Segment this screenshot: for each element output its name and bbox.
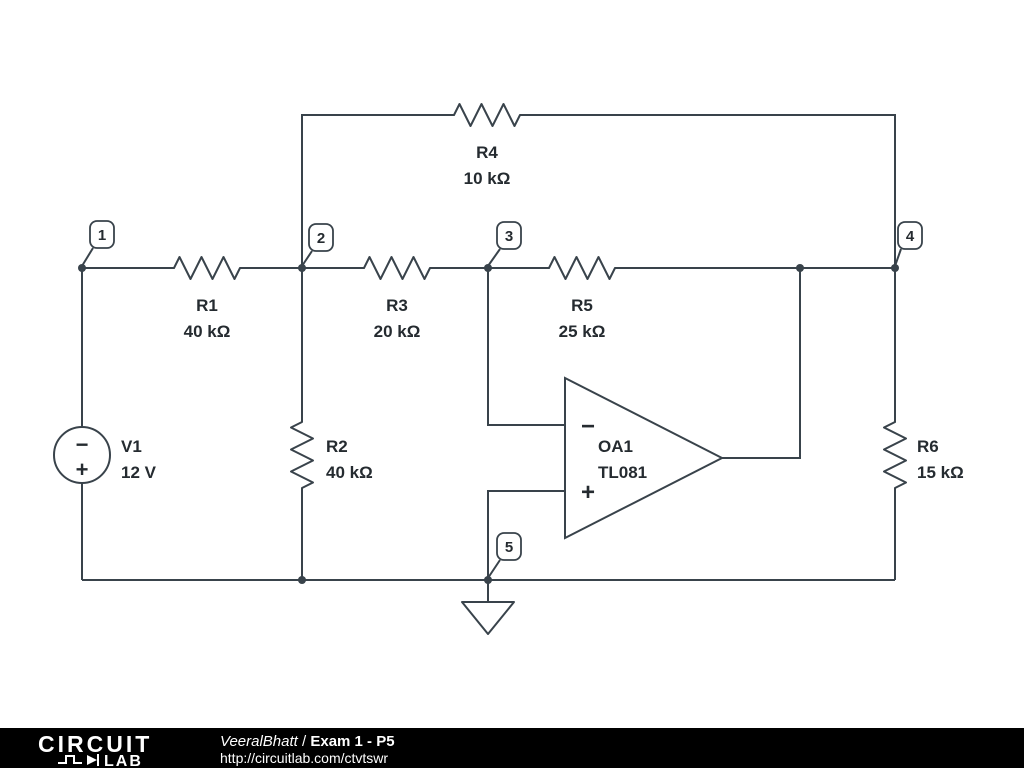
node-label-tail xyxy=(894,248,902,267)
footer-url: http://circuitlab.com/ctvtswr xyxy=(220,750,388,766)
component-name: R6 xyxy=(917,437,939,456)
wire-segment xyxy=(520,114,896,268)
node-number: 2 xyxy=(317,230,325,247)
component-value: 10 kΩ xyxy=(464,169,511,188)
source-plus-sign: + xyxy=(76,457,89,482)
resistor-r2: R2 40 kΩ xyxy=(290,421,373,489)
resistor-r6: R6 15 kΩ xyxy=(883,421,964,489)
diode-shape xyxy=(87,755,97,765)
circuitlab-logo: CIRCUIT LAB xyxy=(38,731,152,768)
footer-background xyxy=(0,728,1024,768)
node-label-tail xyxy=(487,248,501,267)
node-label-tail xyxy=(81,247,94,267)
junction-dot xyxy=(78,264,86,272)
resistor-zigzag xyxy=(548,256,616,280)
node-label-4: 4 xyxy=(894,221,923,267)
ground-symbol xyxy=(461,580,515,635)
component-name: R2 xyxy=(326,437,348,456)
resistor-zigzag xyxy=(290,421,314,489)
component-name: V1 xyxy=(121,437,142,456)
source-minus-sign: − xyxy=(76,432,89,457)
component-value: 40 kΩ xyxy=(326,463,373,482)
component-value: 12 V xyxy=(121,463,157,482)
component-value: 20 kΩ xyxy=(374,322,421,341)
resistor-r5: R5 25 kΩ xyxy=(548,256,616,341)
junction-dot xyxy=(484,264,492,272)
opamp-oa1: − + OA1 TL081 xyxy=(564,376,725,540)
opamp-plus-sign: + xyxy=(581,479,595,506)
component-name: R4 xyxy=(476,143,498,162)
component-value: 15 kΩ xyxy=(917,463,964,482)
component-name: R1 xyxy=(196,296,218,315)
waveform-icon xyxy=(58,754,99,766)
junction-dot xyxy=(891,264,899,272)
component-value: TL081 xyxy=(598,463,647,482)
footer-bar: CIRCUIT LAB VeeralBhatt / Exam 1 - P5 ht… xyxy=(0,728,1024,768)
node-label-3: 3 xyxy=(487,221,522,267)
node-label-bubble xyxy=(496,532,522,561)
resistor-r4: R4 10 kΩ xyxy=(453,103,521,188)
source-circle xyxy=(53,426,111,484)
node-number: 4 xyxy=(906,228,915,245)
junction-dot xyxy=(298,264,306,272)
node-label-bubble xyxy=(897,221,923,250)
component-name: OA1 xyxy=(598,437,633,456)
resistor-r1: R1 40 kΩ xyxy=(173,256,241,341)
node-label-bubble xyxy=(308,223,334,252)
footer-title: VeeralBhatt / Exam 1 - P5 xyxy=(220,733,395,750)
wire-segment xyxy=(722,268,801,459)
opamp-triangle xyxy=(564,376,725,540)
node-number: 1 xyxy=(98,227,106,244)
logo-text-lab: LAB xyxy=(104,753,143,768)
node-label-1: 1 xyxy=(81,220,115,267)
wire-segment xyxy=(487,268,565,426)
squarewave-shape xyxy=(58,755,82,764)
node-label-bubble xyxy=(496,221,522,250)
resistor-zigzag xyxy=(173,256,241,280)
footer-separator: / xyxy=(298,733,311,750)
component-value: 25 kΩ xyxy=(559,322,606,341)
footer-project-name: Exam 1 - P5 xyxy=(310,733,394,750)
component-value: 40 kΩ xyxy=(184,322,231,341)
node-number: 5 xyxy=(505,539,513,556)
node-label-2: 2 xyxy=(301,223,334,267)
logo-text-circuit: CIRCUIT xyxy=(38,731,152,757)
resistor-zigzag xyxy=(883,421,907,489)
junction-dot xyxy=(796,264,804,272)
resistor-zigzag xyxy=(453,103,521,127)
node-label-bubble xyxy=(89,220,115,249)
node-number: 3 xyxy=(505,228,513,245)
footer-author: VeeralBhatt xyxy=(220,733,299,750)
component-name: R3 xyxy=(386,296,408,315)
node-label-tail xyxy=(487,559,501,579)
wire-segment xyxy=(487,490,565,580)
node-label-tail xyxy=(301,250,313,267)
component-name: R5 xyxy=(571,296,593,315)
ground-triangle xyxy=(461,601,515,635)
node-label-5: 5 xyxy=(487,532,522,579)
resistor-r3: R3 20 kΩ xyxy=(363,256,431,341)
wire-segment xyxy=(301,114,454,268)
voltage-source-v1: − + V1 12 V xyxy=(53,426,157,484)
junction-dot xyxy=(298,576,306,584)
opamp-minus-sign: − xyxy=(581,413,595,440)
resistor-zigzag xyxy=(363,256,431,280)
